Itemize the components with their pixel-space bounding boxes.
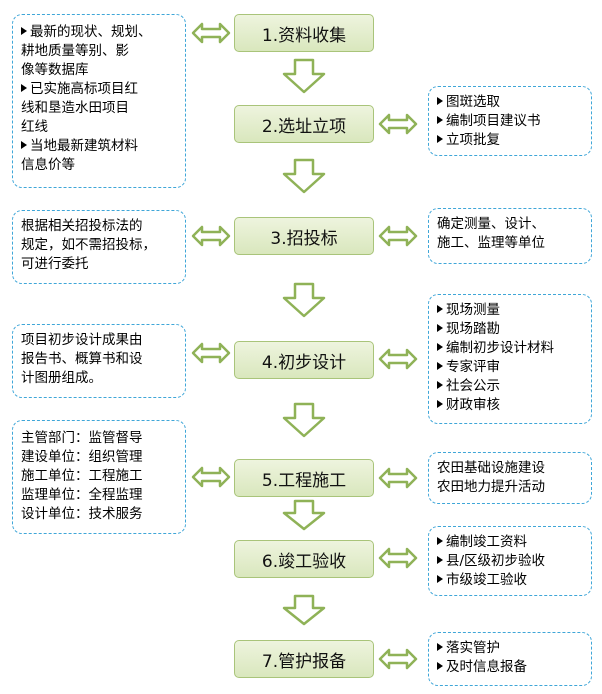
note-line: 报告书、概算书和设 (21, 351, 143, 367)
double-arrow-right-3 (378, 225, 418, 247)
step-3-bidding: 3.招投标 (234, 217, 374, 255)
note-line: 县/区级初步验收 (437, 552, 583, 571)
note-line: 现场踏勘 (437, 320, 583, 339)
down-arrow-6 (282, 594, 326, 626)
note-line: 像等数据库 (21, 62, 89, 78)
double-arrow-left-5 (191, 466, 231, 488)
down-arrow-5 (282, 499, 326, 531)
note-line: 计图册组成。 (21, 370, 102, 386)
note-line: 项目初步设计成果由 (21, 332, 143, 348)
note-line: 主管部门：监管督导 (21, 430, 143, 446)
double-arrow-left-3 (191, 225, 231, 247)
down-arrow-2 (282, 158, 326, 194)
double-arrow-right-2 (378, 113, 418, 135)
note-line: 编制竣工资料 (437, 533, 583, 552)
note-line: 立项批复 (437, 131, 583, 150)
note-line: 图斑选取 (437, 93, 583, 112)
down-arrow-3 (282, 282, 326, 318)
note-line: 可进行委托 (21, 256, 89, 272)
note-line: 农田地力提升活动 (437, 479, 545, 495)
step-7-maintenance: 7.管护报备 (234, 640, 374, 678)
note-line: 当地最新建筑材料 (21, 137, 177, 156)
left-note-step-5: 主管部门：监管督导 建设单位：组织管理 施工单位：工程施工 监理单位：全程监理 … (12, 420, 186, 534)
step-4-preliminary-design: 4.初步设计 (234, 341, 374, 379)
step-6-acceptance: 6.竣工验收 (234, 540, 374, 578)
double-arrow-right-6 (378, 547, 418, 569)
note-line: 社会公示 (437, 377, 583, 396)
double-arrow-left-1 (191, 22, 231, 44)
right-note-step-5: 农田基础设施建设 农田地力提升活动 (428, 452, 592, 504)
right-note-step-4: 现场测量 现场踏勘 编制初步设计材料 专家评审 社会公示 财政审核 (428, 294, 592, 424)
note-line: 已实施高标项目红 (21, 80, 177, 99)
step-1-data-collection: 1.资料收集 (234, 14, 374, 52)
double-arrow-right-5 (378, 467, 418, 489)
note-line: 设计单位：技术服务 (21, 506, 143, 522)
right-note-step-3: 确定测量、设计、 施工、监理等单位 (428, 208, 592, 264)
right-note-step-7: 落实管护 及时信息报备 (428, 632, 592, 686)
note-line: 最新的现状、规划、 (21, 23, 177, 42)
note-line: 信息价等 (21, 157, 75, 173)
note-line: 红线 (21, 119, 48, 135)
right-note-step-6: 编制竣工资料 县/区级初步验收 市级竣工验收 (428, 526, 592, 596)
note-line: 农田基础设施建设 (437, 460, 545, 476)
down-arrow-1 (282, 58, 326, 94)
note-line: 现场测量 (437, 301, 583, 320)
note-line: 确定测量、设计、 (437, 216, 545, 232)
note-line: 监理单位：全程监理 (21, 487, 143, 503)
note-line: 专家评审 (437, 358, 583, 377)
double-arrow-right-4 (378, 348, 418, 370)
double-arrow-right-7 (378, 648, 418, 670)
note-line: 及时信息报备 (437, 658, 583, 677)
note-line: 落实管护 (437, 639, 583, 658)
note-line: 市级竣工验收 (437, 571, 583, 590)
note-line: 编制项目建议书 (437, 112, 583, 131)
note-line: 建设单位：组织管理 (21, 449, 143, 465)
note-line: 耕地质量等别、影 (21, 43, 129, 59)
left-note-step-3: 根据相关招投标法的 规定，如不需招投标， 可进行委托 (12, 210, 186, 284)
left-note-step-1: 最新的现状、规划、 耕地质量等别、影 像等数据库 已实施高标项目红 线和垦造水田… (12, 14, 186, 188)
step-5-construction: 5.工程施工 (234, 459, 374, 497)
note-line: 编制初步设计材料 (437, 339, 583, 358)
left-note-step-4: 项目初步设计成果由 报告书、概算书和设 计图册组成。 (12, 324, 186, 398)
double-arrow-left-4 (191, 342, 231, 364)
note-line: 施工、监理等单位 (437, 235, 545, 251)
note-line: 线和垦造水田项目 (21, 100, 129, 116)
note-line: 根据相关招投标法的 (21, 218, 143, 234)
right-note-step-2: 图斑选取 编制项目建议书 立项批复 (428, 86, 592, 156)
note-line: 施工单位：工程施工 (21, 468, 143, 484)
step-2-site-selection: 2.选址立项 (234, 105, 374, 143)
note-line: 财政审核 (437, 396, 583, 415)
down-arrow-4 (282, 402, 326, 438)
note-line: 规定，如不需招投标， (21, 237, 156, 253)
